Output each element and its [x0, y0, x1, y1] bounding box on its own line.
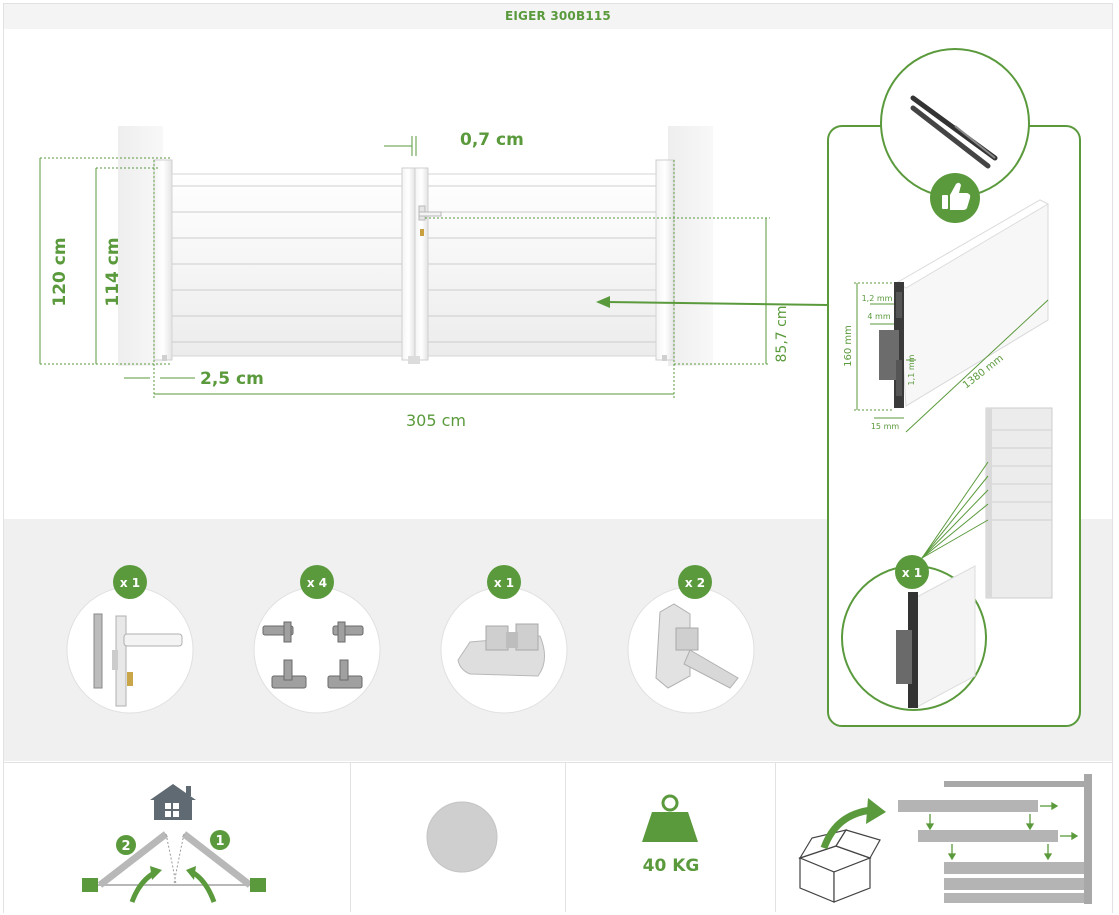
ground-stop [408, 356, 420, 364]
left-hinge-post [153, 159, 173, 361]
features-divider [775, 762, 776, 912]
lock-cylinder [420, 229, 424, 236]
title-bar: EIGER 300B115 [4, 4, 1112, 29]
accessory-leaf-stop [627, 565, 755, 714]
accessory-qty-badge [113, 565, 147, 599]
right-leaf [427, 173, 657, 357]
weight-label: 40 KG [642, 856, 700, 876]
profile-wall-outer: 1,2 mm [862, 294, 893, 303]
center-stile-left [401, 167, 416, 361]
accessory-hinges [253, 565, 381, 714]
unpack-arrow [820, 806, 873, 850]
accessory-qty-leaf-stop: x 2 [685, 576, 705, 590]
board-pointer-lines [921, 461, 989, 559]
board-tongue [879, 330, 899, 380]
right-foot [662, 355, 667, 361]
right-pillar [668, 126, 713, 366]
profile-dimension-lines [854, 282, 1049, 433]
opening-direction-illustration [82, 784, 266, 903]
dim-gap: 0,7 cm [460, 130, 524, 150]
product-title: EIGER 300B115 [505, 9, 611, 23]
stacked-board [918, 830, 1058, 842]
board-profile [879, 199, 1050, 408]
profile-depth: 15 mm [871, 422, 900, 431]
door-handle [418, 211, 442, 217]
profile-wall-inner: 4 mm [867, 312, 890, 321]
gas-strut-icon [910, 95, 998, 169]
left-leaf [171, 173, 403, 357]
leaf-stop-icon [655, 603, 739, 689]
accessory-qty-handle: x 1 [120, 576, 140, 590]
stacked-board [898, 800, 1038, 812]
dim-side-gap: 2,5 cm [200, 369, 264, 389]
dim-height-leaf: 114 cm [103, 237, 123, 306]
profile-height: 160 mm [843, 325, 854, 367]
step-label-2: 2 [121, 839, 130, 854]
stacking-arrows [925, 801, 1079, 861]
house-icon [150, 784, 196, 820]
dim-height-total: 120 cm [50, 237, 70, 306]
stacked-board [944, 893, 1084, 903]
dim-handle-height: 85,7 cm [774, 306, 790, 363]
handle-lock-icon [93, 613, 183, 707]
hinge-set-icon [262, 621, 364, 689]
packaging-illustration [798, 774, 1092, 904]
open-arrow-right [190, 869, 217, 903]
gate-thumbnail [985, 407, 1053, 599]
profile-rib: 1,1 mm [907, 354, 916, 385]
profile-qty-badge [895, 555, 929, 589]
right-hinge-post [655, 159, 675, 361]
box-icon [798, 829, 881, 903]
dim-width-total: 305 cm [406, 411, 466, 430]
step-badge-2 [116, 835, 136, 855]
weight-icon [642, 794, 698, 842]
stack-rack-top [944, 781, 1090, 787]
accessory-qty-badge [300, 565, 334, 599]
accessory-center-stop [440, 565, 568, 714]
center-stile-right [414, 167, 429, 361]
accessory-qty-center-stop: x 1 [494, 576, 514, 590]
left-foot [162, 355, 167, 361]
profile-qty: x 1 [902, 566, 922, 580]
center-stop-icon [457, 623, 545, 677]
thumbs-up-icon [942, 182, 971, 210]
finish-swatch [426, 801, 498, 873]
profile-detail-icon [896, 565, 976, 709]
step-label-1: 1 [215, 834, 224, 849]
features-divider [565, 762, 566, 912]
dimension-lines [39, 136, 770, 398]
profile-panel [827, 48, 1081, 727]
accessory-qty-hinges: x 4 [307, 576, 327, 590]
stack-rack-post [1084, 774, 1092, 904]
profile-pointer-arrow [596, 296, 829, 308]
features-divider [350, 762, 351, 912]
step-badge-1 [210, 830, 230, 850]
stacked-board [944, 878, 1084, 890]
stacked-board [944, 862, 1084, 874]
accessory-qty-badge [487, 565, 521, 599]
accessory-handle [66, 565, 194, 714]
accessory-qty-badge [678, 565, 712, 599]
gate-elevation [118, 126, 713, 366]
